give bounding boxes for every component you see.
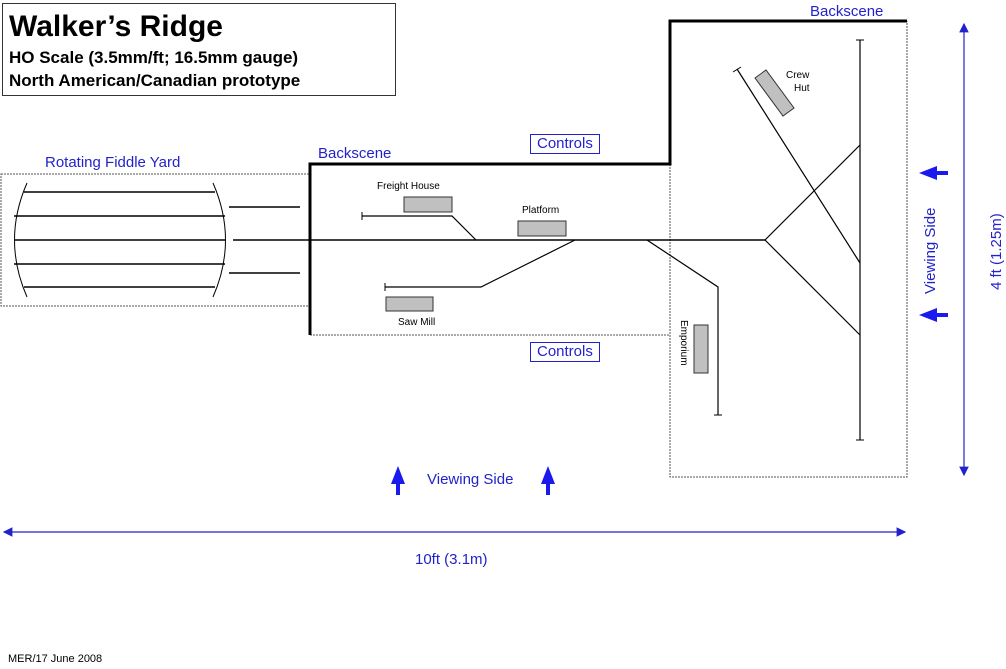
backscene-label-right: Backscene [810,3,884,20]
fiddle-yard-arc-right [212,182,226,298]
crew-hut-spur [736,68,861,264]
footer-credit: MER/17 June 2008 [8,653,103,665]
height-dimension-label: 4 ft (1.25m) [988,213,1005,290]
platform-building [517,220,567,237]
emporium-building [693,324,709,374]
viewing-arrow-icon [391,466,405,495]
fiddle-yard-label: Rotating Fiddle Yard [45,154,181,171]
yard-lead-lower [764,239,861,336]
title-block: Walker’s Ridge HO Scale (3.5mm/ft; 16.5m… [2,3,396,96]
saw-mill-building [385,296,434,312]
viewing-arrow-icon [541,466,555,495]
buffer-stop [732,66,742,73]
scale-info: HO Scale (3.5mm/ft; 16.5mm gauge) [9,48,299,67]
controls-top: Controls [530,134,600,154]
layout-title: Walker’s Ridge [9,10,223,43]
backscene-label-left: Backscene [318,145,392,162]
saw-mill-label: Saw Mill [398,317,436,328]
prototype-info: North American/Canadian prototype [9,71,301,90]
saw-mill-siding [385,239,576,288]
yard-lead-upper [764,144,861,241]
controls-bottom: Controls [530,342,600,362]
emporium-siding [646,239,719,415]
freight-house-siding [362,215,477,241]
crew-hut-building [754,69,795,117]
viewing-side-label-right: Viewing Side [922,207,939,294]
crew-hut-label-1: Crew [786,70,810,81]
viewing-arrow-icon [919,308,948,322]
crew-hut-label-2: Hut [794,83,810,94]
emporium-label: Emporium [678,320,689,366]
viewing-side-label-bottom: Viewing Side [427,471,514,488]
backscene-wall [308,19,907,335]
platform-label: Platform [522,205,560,216]
freight-house-building [403,196,453,213]
baseboard-outline [310,21,908,478]
viewing-arrow-icon [919,166,948,180]
fiddle-yard-tracks [14,191,300,288]
width-dimension-label: 10ft (3.1m) [415,551,488,568]
freight-house-label: Freight House [377,181,440,192]
